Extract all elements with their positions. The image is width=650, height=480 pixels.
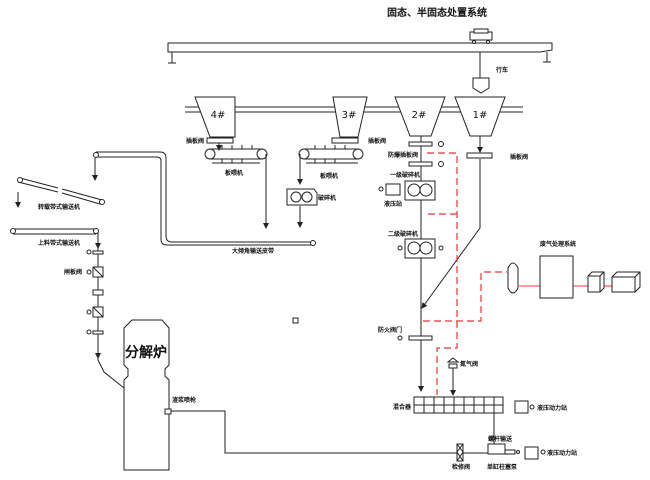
exhaust-box-2 [611, 271, 641, 293]
plate-feeder-4 [204, 145, 268, 164]
chute-1 [421, 159, 481, 309]
diagram-title: 固态、半固态处置系统 [387, 6, 487, 19]
slurry-gun [164, 408, 172, 415]
hydraulic-station-1-label: 液压站 [384, 200, 402, 208]
maintenance-valve [456, 443, 464, 462]
small-square [292, 317, 299, 324]
gate-valve-4 [206, 137, 234, 144]
gate-valve-1-label: 插板阀 [510, 153, 528, 161]
flap-valve-label: 闸板阀 [64, 268, 82, 276]
feed-belt [13, 228, 96, 235]
svg-text:3#: 3# [342, 110, 357, 121]
crane-trolley [469, 28, 493, 94]
svg-text:2#: 2# [412, 110, 427, 121]
calciner [123, 319, 170, 471]
slurry-gun-label: 渣浆喷枪 [172, 396, 196, 404]
hydraulic-power-2-label: 液压动力站 [547, 449, 577, 457]
grab-bucket-icon [472, 77, 490, 94]
hopper-4: 4# [194, 96, 236, 138]
exhaust-system-label: 废气处理系统 [540, 240, 576, 248]
crusher-3 [286, 188, 318, 206]
crane-rail [167, 42, 553, 64]
exhaust-duct-c [423, 271, 507, 322]
screw-feed-label: 螺杆输送 [488, 435, 513, 443]
transfer-belt-label: 转载带式输送机 [38, 203, 80, 211]
large-angle-belt [96, 151, 313, 246]
mixer-label: 混合器 [393, 403, 412, 411]
exhaust-box-1 [587, 271, 605, 293]
plate-feeder-3 [298, 145, 364, 164]
hydraulic-power-1-label: 液压动力站 [537, 404, 567, 412]
hopper-3: 3# [332, 96, 368, 138]
gate-valve-1 [466, 152, 493, 159]
hopper-2: 2# [394, 96, 446, 137]
gate-valve-4-label: 插板阀 [186, 137, 204, 145]
piston-pump-label: 单缸柱塞泵 [487, 463, 518, 471]
gate-valve-3 [331, 137, 359, 144]
fire-damper [408, 335, 433, 341]
secondary-crusher [397, 238, 444, 259]
explosion-gate-valve-a [408, 141, 433, 147]
piston-pump [487, 443, 506, 455]
plate-feeder-3-label: 板喂机 [320, 172, 338, 180]
hydraulic-power-unit-2 [524, 446, 539, 460]
hydraulic-station-1 [385, 183, 401, 196]
nitrogen-valve-icon [446, 357, 460, 369]
explosion-gate-valve-b [408, 161, 433, 167]
calciner-label: 分解炉 [125, 344, 167, 361]
svg-text:4#: 4# [211, 110, 226, 121]
slurry-pipe [171, 410, 488, 454]
plate-feeder-4-label: 板喂机 [225, 169, 243, 177]
nitrogen-valve-label: 氮气阀 [460, 360, 478, 368]
transfer-belt [17, 177, 103, 205]
large-angle-belt-label: 大倾角输送皮带 [232, 247, 274, 255]
hydraulic-power-unit-1 [514, 400, 529, 414]
secondary-crusher-label: 二级破碎机 [388, 230, 418, 238]
feed-chute [97, 232, 125, 389]
feed-valves [86, 249, 104, 335]
hopper-1: 1# [454, 96, 506, 137]
explosion-gate-label: 防爆插板阀 [388, 151, 418, 159]
primary-crusher-label: 一级破碎机 [390, 171, 420, 179]
feed-belt-label: 上料带式输送机 [38, 239, 80, 247]
exhaust-treatment-unit [539, 255, 574, 299]
primary-crusher [404, 180, 436, 201]
maintenance-valve-label: 检修阀 [452, 463, 470, 471]
exhaust-duct-a [427, 152, 458, 395]
mixer [413, 396, 504, 414]
fire-damper-label: 防火阀门 [378, 326, 402, 334]
svg-text:1#: 1# [473, 110, 488, 121]
exhaust-tank [507, 262, 519, 294]
crane-label: 行车 [495, 66, 508, 74]
crusher-3-label: 破碎机 [318, 194, 336, 202]
gate-valve-3-label: 插板阀 [368, 137, 386, 145]
